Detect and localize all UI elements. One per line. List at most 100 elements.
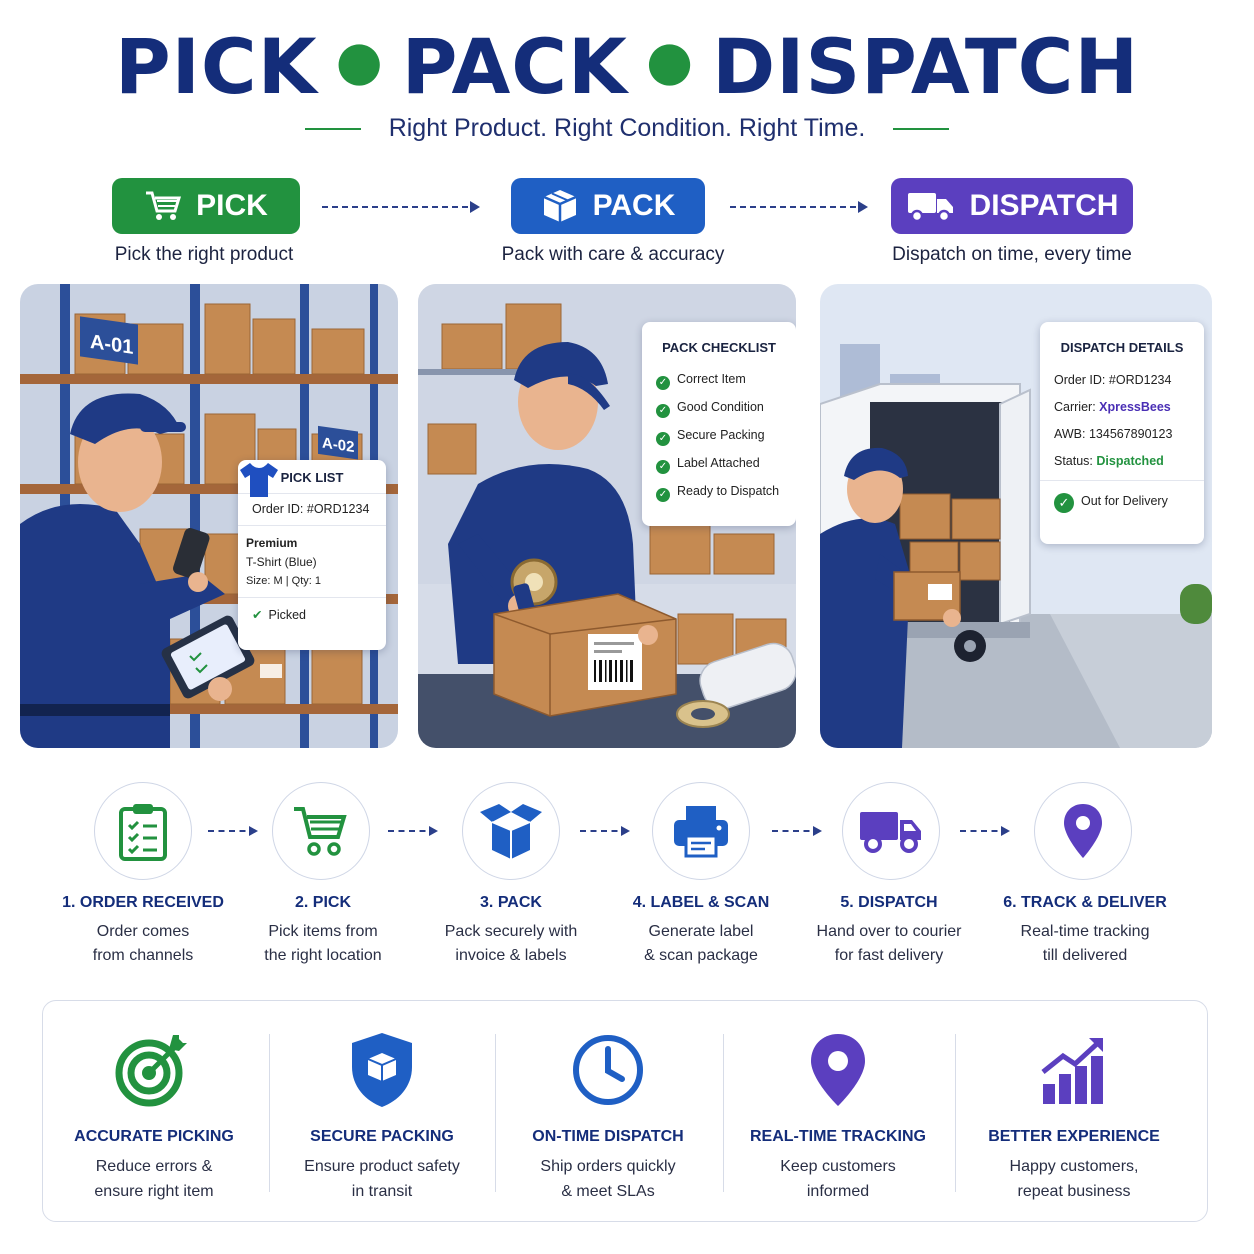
benefit-desc: Reduce errors &ensure right item: [94, 1158, 214, 1200]
benefit-accurate-picking: ACCURATE PICKING Reduce errors &ensure r…: [44, 1030, 264, 1204]
cart-icon: [294, 807, 347, 856]
stage-pick-caption: Pick the right product: [114, 244, 294, 265]
pick-list-title: PICK LIST: [238, 460, 386, 494]
flow-step-label-scan: 4. LABEL & SCAN Generate label& scan pac…: [606, 894, 796, 968]
growth-chart-icon: [1041, 1038, 1103, 1104]
check-icon: ✓: [656, 488, 670, 502]
divider: [955, 1034, 956, 1192]
flow-step-title: 6. TRACK & DELIVER: [1003, 894, 1167, 911]
shelf-label-a02: A-02: [322, 435, 354, 456]
checklist-item: ✓Secure Packing: [642, 423, 796, 451]
pick-list-card: PICK LIST Order ID: #ORD1234 Premium T-S…: [238, 460, 386, 650]
flow-step-title: 5. DISPATCH: [840, 894, 938, 911]
benefit-on-time-dispatch: ON-TIME DISPATCH Ship orders quickly& me…: [498, 1030, 718, 1204]
stage-pack-badge: PACK: [511, 178, 705, 234]
dispatch-carrier-row: Carrier: XpressBees: [1054, 400, 1171, 414]
location-pin-icon: [1064, 804, 1102, 858]
checkmark-icon: ✔: [252, 608, 263, 622]
stage-dispatch-caption: Dispatch on time, every time: [892, 244, 1132, 265]
benefits-panel: [42, 1000, 1208, 1222]
title-dot: ●: [645, 29, 695, 92]
dispatch-awb-row: AWB: 134567890123: [1054, 427, 1173, 441]
truck-icon: [907, 193, 953, 223]
flow-step-title: 2. PICK: [294, 894, 351, 911]
shield-box-icon: [352, 1033, 412, 1107]
target-icon: [115, 1035, 187, 1107]
check-icon: ✓: [656, 404, 670, 418]
open-box-icon: [480, 804, 542, 859]
subtitle: Right Product. Right Condition. Right Ti…: [388, 114, 866, 142]
page-title: PICK ● PACK ● DISPATCH: [0, 22, 1254, 111]
flow-arrow: [208, 826, 258, 836]
stage-dispatch-label: DISPATCH: [969, 189, 1119, 222]
stage-pick-badge: PICK: [112, 178, 300, 234]
divider-left: [304, 127, 361, 130]
pick-product-row: Premium T-Shirt (Blue) Size: M | Qty: 1: [238, 463, 386, 598]
flow-step-icon-label: [652, 782, 750, 880]
pick-status-label: Picked: [268, 608, 307, 622]
divider: [723, 1034, 724, 1192]
checklist-item: ✓Ready to Dispatch: [642, 479, 796, 507]
title-dot: ●: [335, 29, 384, 92]
clock-icon: [573, 1035, 643, 1105]
divider: [269, 1034, 270, 1192]
pack-checklist-card: PACK CHECKLIST ✓Correct Item ✓Good Condi…: [642, 322, 796, 526]
benefit-desc: Happy customers,repeat business: [1009, 1158, 1139, 1200]
title-pack: PACK: [401, 22, 628, 111]
box-icon: [543, 190, 577, 222]
tshirt-icon: [240, 463, 278, 497]
flow-step-icon-pick: [272, 782, 370, 880]
check-icon: ✓: [656, 432, 670, 446]
pack-scene-illustration: PACK CHECKLIST ✓Correct Item ✓Good Condi…: [418, 284, 796, 748]
benefit-title: REAL-TIME TRACKING: [750, 1128, 926, 1145]
benefit-title: SECURE PACKING: [310, 1128, 454, 1145]
pick-product-line3: Size: M | Qty: 1: [246, 575, 321, 587]
pick-status: ✔ Picked: [238, 598, 386, 627]
dispatch-details-title: DISPATCH DETAILS: [1060, 340, 1184, 355]
pick-product-line1: Premium: [246, 536, 298, 550]
stage-arrow: [322, 201, 480, 213]
flow-step-desc: Generate label& scan package: [644, 923, 758, 964]
clipboard-icon: [119, 804, 167, 861]
checklist-item: ✓Label Attached: [642, 451, 796, 479]
flow-step-title: 1. ORDER RECEIVED: [62, 894, 224, 911]
pick-product-line2: T-Shirt (Blue): [246, 555, 317, 569]
subtitle-row: Right Product. Right Condition. Right Ti…: [0, 114, 1254, 143]
stage-pack-label: PACK: [592, 189, 676, 222]
location-pin-icon: [811, 1034, 865, 1106]
stage-pack-caption: Pack with care & accuracy: [501, 244, 725, 265]
dispatch-details-card: DISPATCH DETAILS Order ID: #ORD1234 Carr…: [1040, 322, 1204, 544]
title-pick: PICK: [114, 22, 318, 111]
dispatch-status-row: Status: Dispatched: [1040, 449, 1204, 481]
pick-scene-illustration: A-01 A-02 PICK LIST Order ID: #ORD1234 P…: [20, 284, 398, 748]
pack-checklist-title: PACK CHECKLIST: [662, 340, 776, 355]
truck-icon: [860, 812, 921, 853]
flow-arrow: [772, 826, 822, 836]
divider-right: [893, 127, 950, 130]
title-dispatch: DISPATCH: [712, 22, 1140, 111]
pick-order-id: Order ID: #ORD1234: [238, 494, 386, 526]
out-for-delivery-status: ✓Out for Delivery: [1040, 481, 1204, 518]
benefit-title: BETTER EXPERIENCE: [988, 1128, 1160, 1145]
flow-arrow: [580, 826, 630, 836]
flow-step-icon-pack: [462, 782, 560, 880]
flow-step-title: 4. LABEL & SCAN: [632, 894, 770, 911]
dispatch-order-row: Order ID: #ORD1234: [1054, 373, 1172, 387]
stage-dispatch-badge: DISPATCH: [891, 178, 1133, 234]
benefit-desc: Ship orders quickly& meet SLAs: [540, 1158, 676, 1200]
flow-step-icon-order: [94, 782, 192, 880]
